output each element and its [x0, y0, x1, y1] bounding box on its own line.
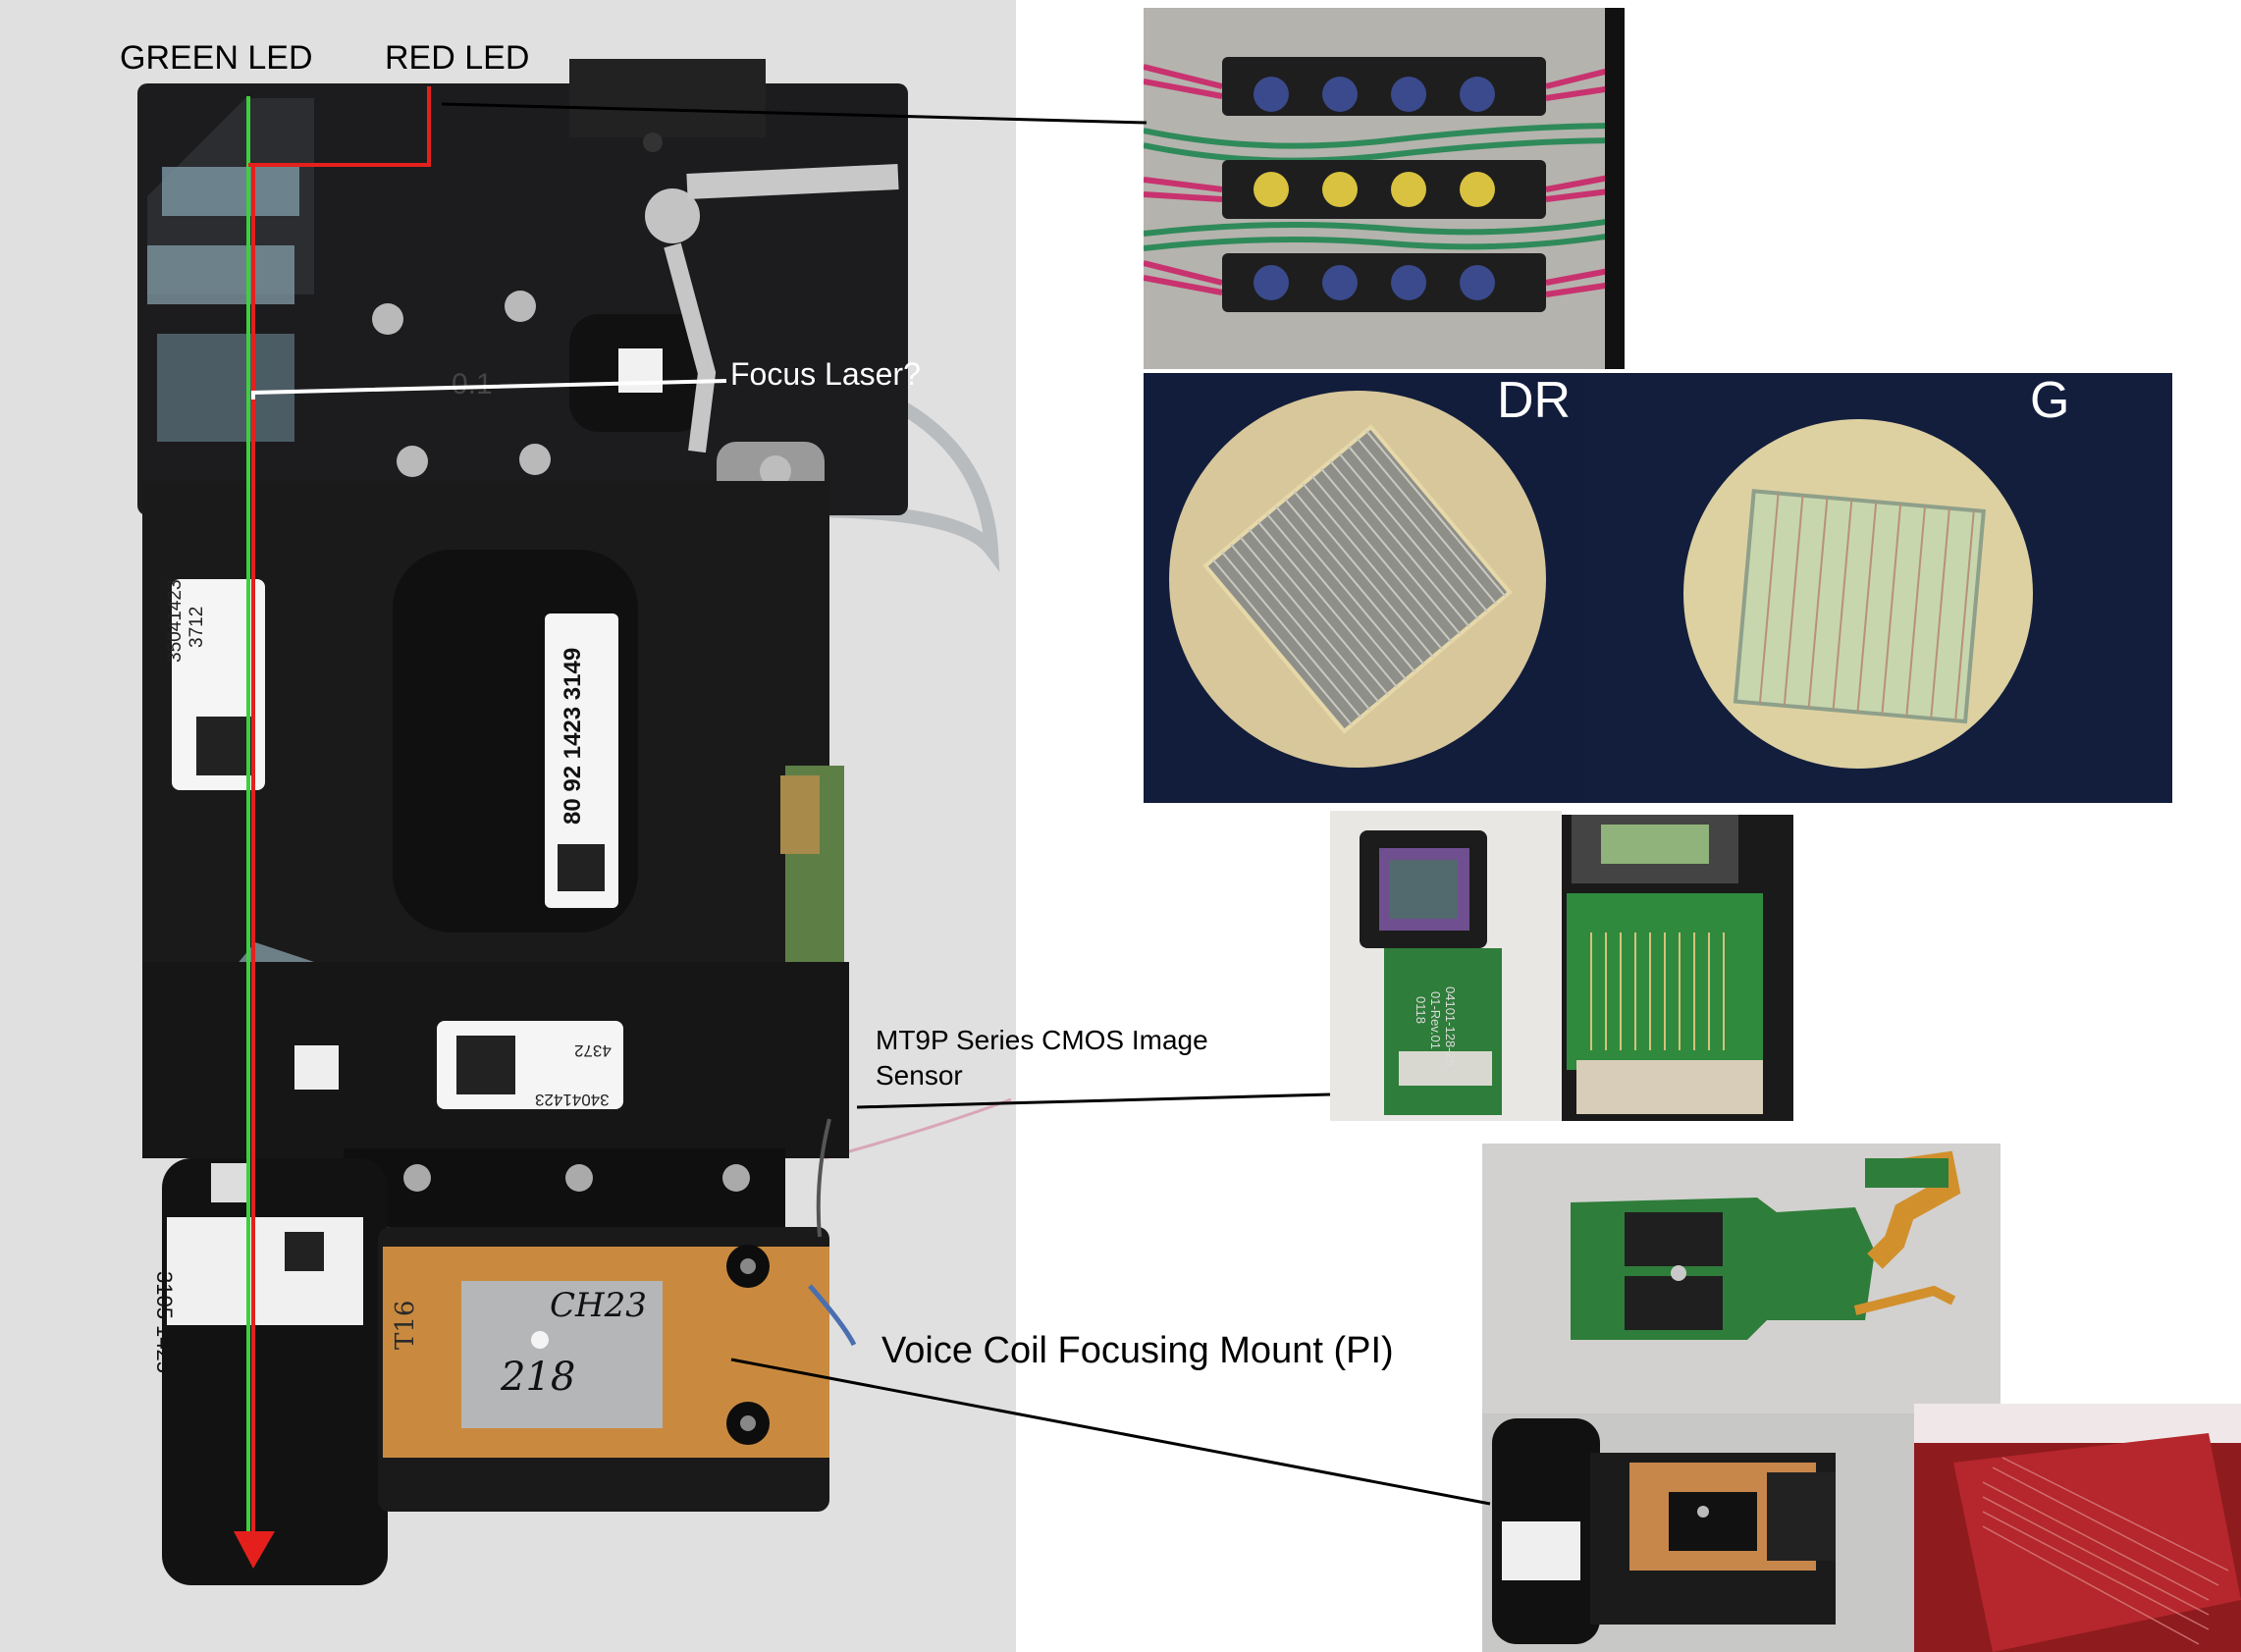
voice-coil-pcb-photo	[1482, 1144, 2001, 1413]
voice-coil-label: Voice Coil Focusing Mount (PI)	[881, 1330, 1394, 1371]
handwritten-ch23: CH23	[550, 1286, 647, 1325]
led-carrier-photo	[1144, 8, 1625, 369]
label-vertical-2: 3712	[187, 606, 207, 648]
engraved-text: 0.1	[452, 368, 493, 400]
microscope-label-dr: DR	[1497, 372, 1572, 429]
main-device-photo	[0, 0, 1016, 1652]
cmos-sensor-photo-left	[1330, 811, 1562, 1121]
label-flipped-1: 34041423	[535, 1091, 610, 1109]
microscope-photo-dr	[1144, 373, 1583, 803]
handwritten-218: 218	[501, 1355, 576, 1400]
microscope-label-g: G	[2030, 372, 2070, 429]
focus-laser-label: Focus Laser?	[730, 356, 921, 392]
handwritten-t16: T16	[391, 1300, 420, 1350]
label-bottom: 3105 1425	[152, 1271, 177, 1373]
green-led-label: GREEN LED	[120, 39, 313, 77]
voice-coil-assembly-photo	[1482, 1413, 1914, 1652]
cmos-sensor-label-line2: Sensor	[876, 1060, 963, 1091]
microscope-photo-g	[1583, 373, 2172, 803]
cmos-sensor-photo-right	[1562, 815, 1793, 1121]
red-led-label: RED LED	[385, 39, 530, 77]
pcb-text-3: 0118	[1414, 996, 1428, 1024]
pcb-text-2: 01-Rev.01	[1428, 991, 1443, 1050]
pcb-text-1: 04101-128-25	[1443, 986, 1458, 1066]
label-big: 80 92 1423 3149	[560, 647, 586, 825]
red-closeup-photo	[1914, 1404, 2241, 1652]
label-flipped-2: 4372	[574, 1041, 612, 1060]
cmos-sensor-label-line1: MT9P Series CMOS Image	[876, 1025, 1208, 1055]
label-vertical-1: 35041423	[165, 579, 186, 663]
